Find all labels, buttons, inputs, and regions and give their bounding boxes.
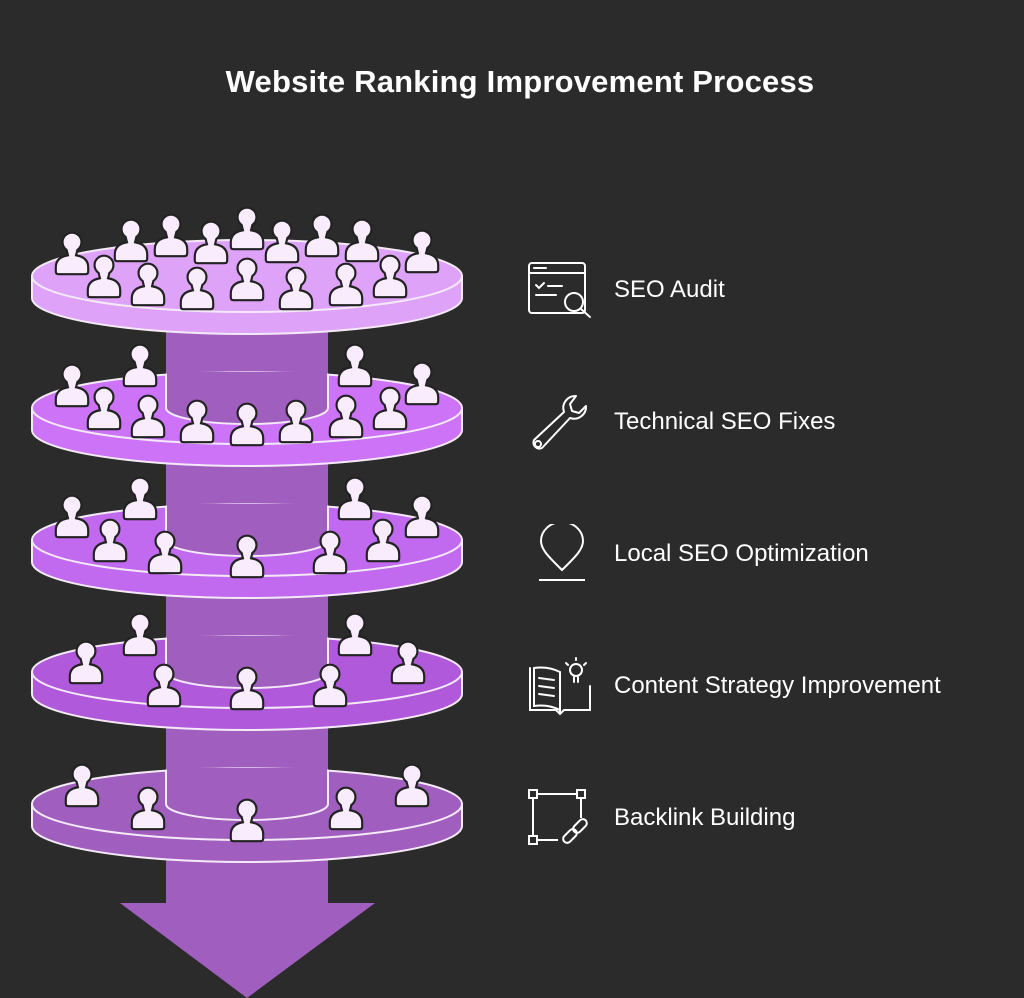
- step-label: Technical SEO Fixes: [614, 408, 836, 435]
- step-label: Backlink Building: [614, 804, 796, 831]
- step-seo-audit: SEO Audit: [526, 260, 725, 320]
- disc-level-5: [31, 763, 463, 863]
- step-label: Content Strategy Improvement: [614, 672, 941, 699]
- disc-level-1: [31, 206, 463, 335]
- step-technical-seo-fixes: Technical SEO Fixes: [526, 392, 835, 452]
- person-icon: [229, 206, 265, 251]
- person-icon: [122, 343, 158, 388]
- person-icon: [404, 229, 440, 274]
- link-nodes-icon: [528, 789, 588, 845]
- step-content-strategy-improvement: Content Strategy Improvement: [526, 656, 941, 716]
- person-icon: [122, 612, 158, 657]
- disc-level-3: [31, 476, 463, 599]
- wrench-icon: [532, 395, 587, 450]
- person-icon: [337, 476, 373, 521]
- person-icon: [122, 476, 158, 521]
- person-icon: [337, 612, 373, 657]
- step-backlink-building: Backlink Building: [526, 788, 795, 848]
- person-icon: [153, 213, 189, 258]
- person-icon: [113, 218, 149, 263]
- disc-level-4: [31, 612, 463, 731]
- diagram-title: Website Ranking Improvement Process: [225, 64, 815, 99]
- person-icon: [304, 213, 340, 258]
- step-label: SEO Audit: [614, 276, 725, 303]
- browser-search-icon: [528, 262, 591, 318]
- arrow-head: [120, 903, 375, 998]
- step-label: Local SEO Optimization: [614, 540, 869, 567]
- person-icon: [344, 218, 380, 263]
- disc-level-2: [31, 343, 463, 467]
- book-lightbulb-icon: [529, 657, 591, 716]
- person-icon: [337, 343, 373, 388]
- step-local-seo-optimization: Local SEO Optimization: [526, 524, 869, 584]
- person-icon: [404, 361, 440, 406]
- map-pin-icon: [539, 524, 585, 581]
